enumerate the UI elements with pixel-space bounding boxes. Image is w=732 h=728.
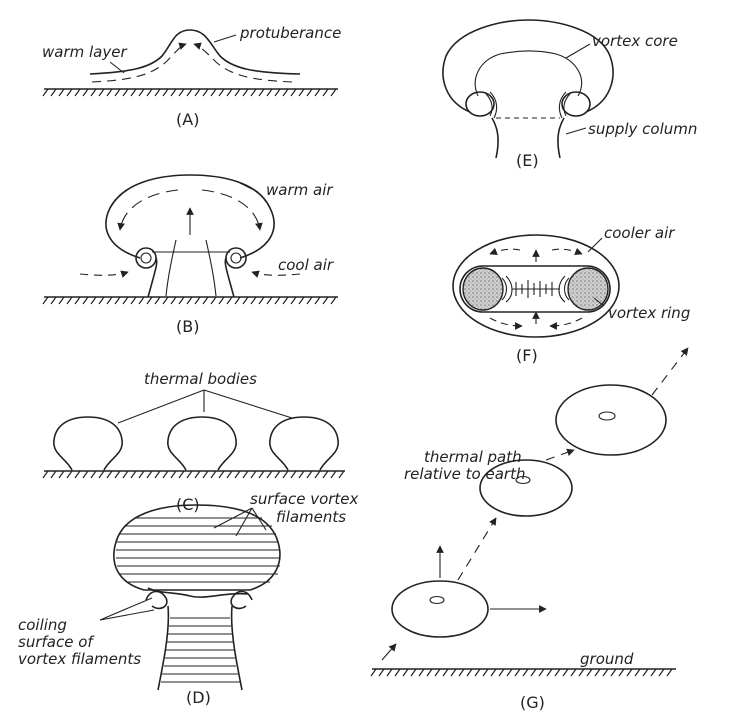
- panel-a: warm layer protuberance (A): [42, 24, 341, 129]
- label-filaments: filaments: [276, 508, 346, 526]
- label-vortex-filaments: vortex filaments: [18, 650, 141, 668]
- label-thermal-path: thermal path: [424, 448, 522, 466]
- flow-right-a: [194, 44, 292, 82]
- label-supply-column: supply column: [588, 120, 697, 138]
- ground-hatch-g: [371, 669, 672, 676]
- vortex-right-inner-b: [231, 253, 241, 263]
- caption-b: (B): [176, 317, 199, 336]
- flow-top-left-f: [490, 249, 520, 254]
- caption-e: (E): [516, 151, 539, 170]
- path-arrow-3-g: [652, 348, 688, 395]
- flow-bottom-left-f: [490, 318, 522, 326]
- label-surface-vortex: surface vortex: [250, 490, 359, 508]
- thermal-body-2: [168, 417, 236, 470]
- path-arrow-1-g: [458, 518, 496, 580]
- thermal-1-g: [392, 581, 488, 637]
- panel-d: surface vortex filaments coiling surface…: [18, 490, 359, 707]
- thermal-body-1: [54, 417, 122, 470]
- vortex-core-left-e: [466, 92, 494, 116]
- inflow-left-b: [80, 272, 128, 275]
- leader-body-3: [204, 390, 292, 418]
- leader-supply-column: [566, 128, 586, 134]
- stem-left-b: [148, 258, 157, 297]
- ring-swirl-f: [502, 276, 569, 302]
- cap-inner-e: [475, 51, 581, 96]
- stem-inner-left-b: [166, 240, 176, 296]
- cap-hatching-d: [116, 518, 280, 582]
- leader-surface-3: [252, 508, 266, 530]
- stem-right-b: [225, 258, 234, 297]
- flow-bottom-right-f: [550, 318, 582, 326]
- thermal-1-core-g: [430, 597, 444, 604]
- supply-right-e: [558, 118, 564, 158]
- label-surface-of: surface of: [18, 633, 95, 651]
- thermal-body-3: [270, 417, 338, 470]
- ground-hatch-a: [43, 89, 336, 96]
- panel-b: warm air cool air (B): [43, 175, 338, 336]
- leader-coil-2: [100, 610, 154, 620]
- label-vortex-ring: vortex ring: [608, 304, 690, 322]
- panel-e: vortex core supply column (E): [443, 20, 697, 170]
- label-relative-to-earth: relative to earth: [404, 465, 525, 483]
- panel-f: cooler air vortex ring (F): [453, 224, 690, 365]
- label-vortex-core: vortex core: [592, 32, 678, 50]
- vortex-core-right-e: [562, 92, 590, 116]
- leader-warm-air: [240, 183, 258, 192]
- path-arrow-start-g: [382, 644, 396, 660]
- stem-inner-right-b: [206, 240, 216, 296]
- leader-vortex-core: [566, 44, 590, 58]
- stem-hatching-d: [161, 618, 240, 682]
- caption-d: (D): [186, 688, 211, 707]
- coil-left-d: [146, 591, 167, 608]
- vortex-ring-left-f: [463, 268, 503, 310]
- leader-coil-1: [100, 598, 152, 620]
- circ-left-b: [120, 190, 178, 230]
- vortex-right-b: [226, 248, 246, 268]
- label-warm-air: warm air: [266, 181, 333, 199]
- caption-f: (F): [516, 346, 538, 365]
- label-warm-layer: warm layer: [42, 43, 127, 61]
- caption-g: (G): [520, 693, 545, 712]
- stem-right-d: [232, 606, 242, 690]
- ground-hatch-b: [43, 297, 336, 304]
- label-cool-air: cool air: [278, 256, 334, 274]
- vortex-left-inner-b: [141, 253, 151, 263]
- caption-a: (A): [176, 110, 199, 129]
- label-thermal-bodies: thermal bodies: [144, 370, 257, 388]
- panel-g: thermal path relative to earth ground (G…: [371, 348, 688, 712]
- supply-left-e: [492, 118, 498, 158]
- label-ground: ground: [580, 650, 634, 668]
- label-protuberance: protuberance: [239, 24, 341, 42]
- label-coiling: coiling: [18, 616, 67, 634]
- stem-left-d: [158, 606, 168, 690]
- thermal-3-core-g: [599, 412, 615, 420]
- path-arrow-2-g: [546, 450, 574, 460]
- circ-right-b: [202, 190, 260, 230]
- leader-protuberance: [214, 35, 236, 42]
- flow-top-right-f: [552, 249, 582, 254]
- ground-hatch-c: [43, 471, 344, 478]
- label-cooler-air: cooler air: [604, 224, 675, 242]
